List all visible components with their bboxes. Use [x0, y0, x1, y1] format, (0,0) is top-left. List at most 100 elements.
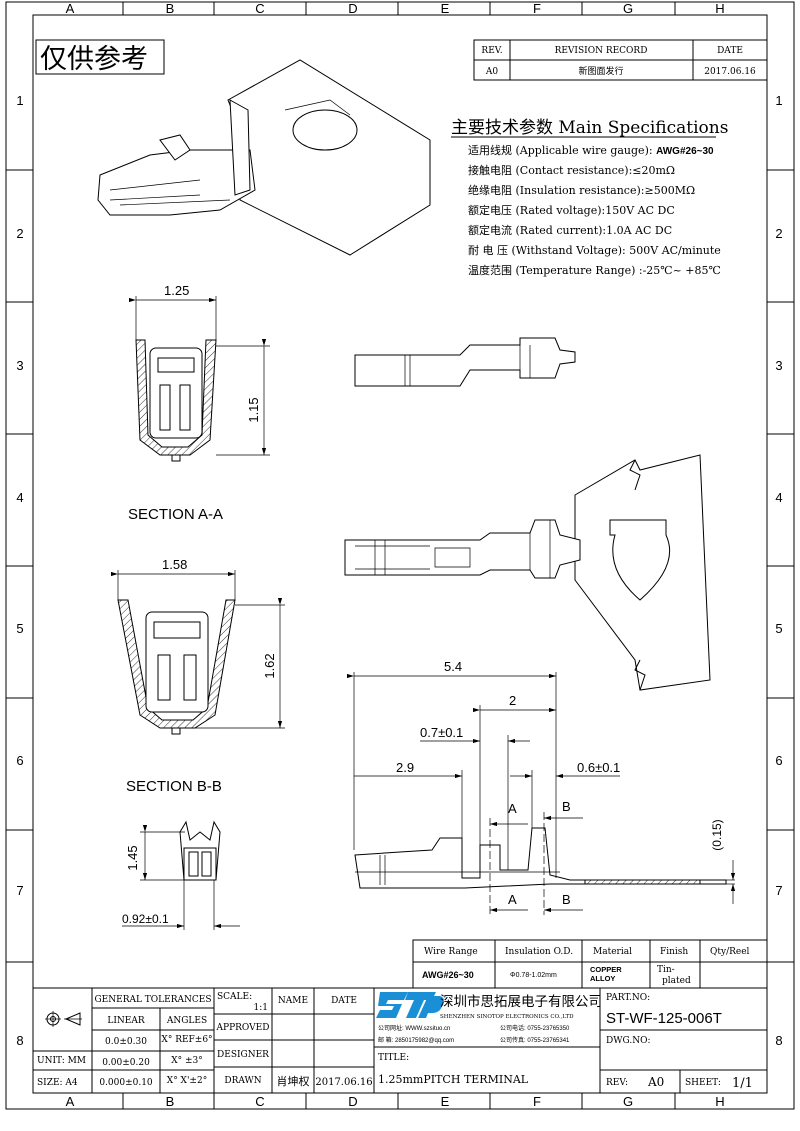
material: COPPER	[590, 965, 622, 974]
general-tolerances-label: GENERAL TOLERANCES	[94, 995, 211, 1005]
company-phone: 公司电话: 0755-23765350	[500, 1024, 570, 1032]
section-a-marker: A	[508, 801, 517, 816]
drawing-element	[584, 879, 701, 885]
date-header: DATE	[331, 996, 357, 1006]
scale-value: 1:1	[254, 1003, 268, 1013]
col-label: H	[715, 1, 724, 16]
designer-label: DESIGNER	[217, 1050, 269, 1060]
approved-label: APPROVED	[216, 1023, 270, 1033]
spec-value: 150V AC DC	[605, 204, 675, 217]
spec-value: -25℃~ +85℃	[643, 264, 721, 277]
drawing-element	[171, 454, 181, 462]
drawing-element: 耐 电 压 (Withstand Voltage): 500V AC/minut…	[468, 244, 721, 257]
row-label: 5	[16, 621, 23, 636]
dim-width: 1.25	[164, 283, 189, 298]
dim-2-9: 2.9	[396, 760, 414, 775]
drawing-element	[227, 59, 431, 256]
drawing-element: 额定电压 (Rated voltage):150V AC DC	[468, 203, 675, 217]
drawing-element	[188, 851, 199, 877]
name-header: NAME	[278, 996, 308, 1006]
col-label: B	[166, 1, 175, 16]
drawing-element	[153, 621, 201, 639]
linear-label: LINEAR	[107, 1016, 144, 1026]
drawing-element	[201, 851, 212, 877]
spec-value: ≥500MΩ	[644, 184, 695, 197]
drawing-element	[159, 384, 171, 431]
drawing-element	[292, 109, 358, 151]
row-label: 8	[16, 1033, 23, 1048]
spec-value: ≤20mΩ	[632, 164, 675, 177]
drawing-element: 接触电阻 (Contact resistance):≤20mΩ	[468, 163, 675, 177]
drawing-element: plated	[662, 976, 691, 986]
col-label: A	[66, 1094, 75, 1109]
drawn-date: 2017.06.16	[315, 1077, 372, 1088]
angles-label: ANGLES	[166, 1016, 207, 1026]
col-label: C	[255, 1094, 264, 1109]
top-view	[354, 337, 576, 387]
dim-height: 1.15	[246, 397, 261, 422]
section-label: SECTION A-A	[128, 506, 223, 523]
row-label: 8	[775, 1033, 782, 1048]
rev-value: A0	[485, 67, 498, 77]
section-b-b-view: 1.58 1.62 SECTION B-B	[111, 557, 285, 795]
finish: Tin-	[657, 965, 675, 975]
section-b-marker: B	[562, 799, 571, 814]
col-label: G	[623, 1094, 633, 1109]
drawing-element	[183, 654, 197, 701]
rev-header: REV.	[481, 46, 502, 56]
section-b-marker: B	[562, 892, 571, 907]
isometric-view	[97, 59, 431, 256]
sheet-value: 1/1	[732, 1076, 753, 1091]
row-label: 1	[775, 93, 782, 108]
drawing-element	[32, 987, 768, 1094]
dim-0-6: 0.6±0.1	[577, 760, 620, 775]
part-number: ST-WF-125-006T	[606, 1010, 722, 1027]
section-label: SECTION B-B	[126, 778, 222, 795]
reference-stamp-box	[35, 39, 165, 75]
scale-label: SCALE:	[217, 992, 252, 1002]
row-label: 7	[775, 883, 782, 898]
row-label: 3	[16, 358, 23, 373]
drawing-element	[355, 540, 471, 575]
product-spec-table: Wire Range Insulation O.D. Material Fini…	[412, 939, 768, 989]
part-no-label: PART.NO:	[606, 993, 650, 1003]
revision-record-value: 新图面发行	[578, 65, 623, 77]
dim-0-7: 0.7±0.1	[420, 725, 463, 740]
col-label: G	[623, 1, 633, 16]
row-label: 4	[16, 490, 23, 505]
rev-label: REV:	[606, 1078, 628, 1088]
row-label: 1	[16, 93, 23, 108]
revision-date: 2017.06.16	[704, 67, 756, 77]
company-logo	[376, 992, 444, 1018]
table-header: Insulation O.D.	[505, 947, 573, 957]
col-label: B	[166, 1094, 175, 1109]
dim-thickness: (0.15)	[710, 819, 724, 850]
spec-label: 适用线规 (Applicable wire gauge):	[468, 143, 653, 157]
spec-label: 温度范围 (Temperature Range) :	[468, 263, 643, 277]
company-fax: 公司传真: 0755-23765341	[500, 1036, 570, 1044]
col-label: E	[441, 1, 450, 16]
row-label: 7	[16, 883, 23, 898]
drawing-element	[634, 659, 646, 691]
outer-border	[5, 1, 795, 1110]
drawing-element	[159, 134, 191, 161]
insulation-od: Φ0.78-1.02mm	[510, 972, 557, 979]
drawing-element: 5.4 2 0.7±0.1 2.9 0.6±0.1 A B A B (0.15)	[396, 659, 724, 907]
table-header: Wire Range	[424, 947, 478, 957]
drawing-element: 额定电流 (Rated current):1.0A AC DC	[468, 223, 672, 237]
drawing-element	[629, 459, 641, 491]
side-view: 5.4 2 0.7±0.1 2.9 0.6±0.1 A B A B (0.15)	[347, 659, 736, 915]
drawn-name: 肖坤权	[277, 1074, 310, 1088]
dwg-no-label: DWG.NO:	[606, 1036, 650, 1046]
sheet-label: SHEET:	[685, 1078, 721, 1088]
spec-label: 耐 电 压 (Withstand Voltage):	[468, 244, 626, 257]
reference-stamp: 仅供参考	[40, 44, 148, 75]
angle-tol: X° REF±6°	[161, 1035, 212, 1045]
drawing-element: 适用线规 (Applicable wire gauge): AWG#26~30	[468, 143, 714, 157]
drawing-element	[157, 654, 171, 701]
dim-2: 2	[509, 693, 516, 708]
wire-range: AWG#26~30	[422, 970, 474, 980]
spec-value: AWG#26~30	[656, 146, 714, 157]
dim-height: 1.62	[262, 653, 277, 678]
col-label: H	[715, 1094, 724, 1109]
